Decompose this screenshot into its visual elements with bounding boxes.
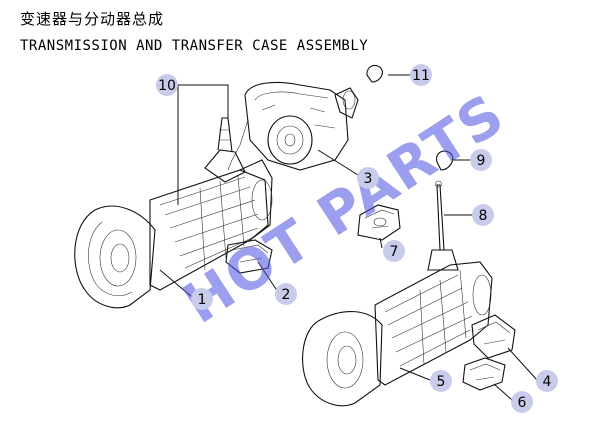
mount-part-7	[357, 204, 401, 241]
callout-11: 11	[410, 64, 432, 86]
callout-1: 1	[191, 288, 213, 310]
callout-11-label: 11	[412, 68, 430, 84]
shift-knob-part-9	[435, 150, 454, 171]
shift-lever-part-8	[427, 180, 459, 271]
callout-3-label: 3	[364, 171, 373, 187]
bracket-part-2	[225, 239, 273, 274]
callout-4: 4	[536, 370, 558, 392]
callout-7: 7	[383, 240, 405, 262]
leader-lines	[159, 74, 538, 401]
callout-4-label: 4	[543, 374, 552, 390]
callout-5: 5	[430, 370, 452, 392]
callout-7-label: 7	[390, 244, 399, 260]
mount-part-6	[462, 357, 506, 391]
callout-5-label: 5	[437, 374, 446, 390]
shift-knob-part-11	[366, 64, 383, 83]
callout-8: 8	[472, 204, 494, 226]
bracket-part-4	[471, 314, 516, 359]
callout-8-label: 8	[479, 208, 488, 224]
callout-10: 10	[156, 74, 178, 96]
title-chinese: 变速器与分动器总成	[20, 10, 165, 28]
title-english: TRANSMISSION AND TRANSFER CASE ASSEMBLY	[20, 38, 369, 54]
callout-1-label: 1	[198, 292, 207, 308]
watermark-text: HOT PARTS	[172, 82, 516, 337]
transmission-upper-part-1	[74, 117, 273, 309]
callout-10-label: 10	[158, 78, 176, 94]
transfer-case-part-3	[227, 81, 359, 171]
callout-2: 2	[275, 283, 297, 305]
callout-6-label: 6	[518, 395, 527, 411]
callout-6: 6	[511, 391, 533, 413]
transmission-lower-part-5	[302, 261, 493, 407]
callout-2-label: 2	[282, 287, 291, 303]
callout-9: 9	[470, 149, 492, 171]
watermark: HOT PARTS	[172, 82, 516, 337]
callout-3: 3	[357, 167, 379, 189]
callout-9-label: 9	[477, 153, 486, 169]
